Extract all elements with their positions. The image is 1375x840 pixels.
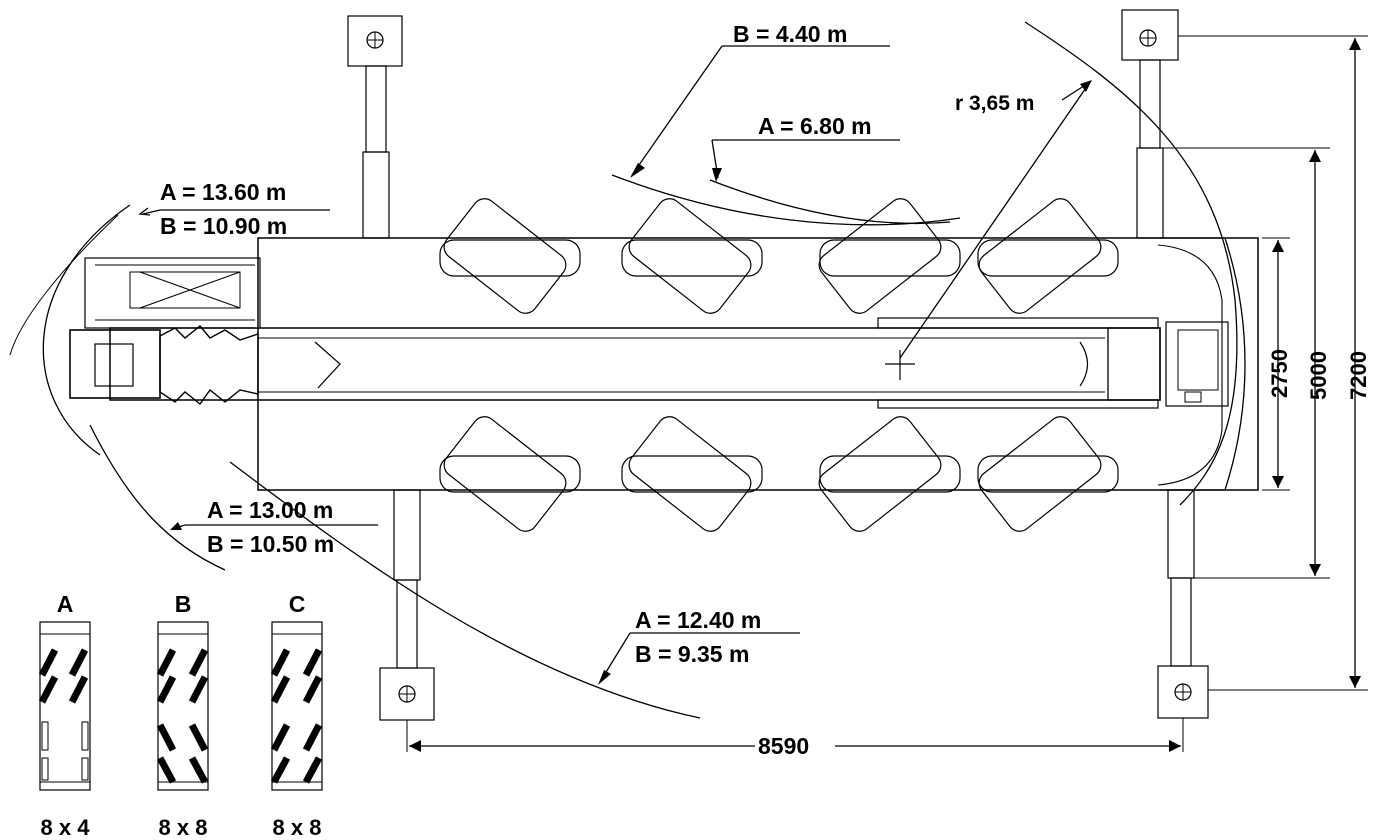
crane-boom (109, 317, 1161, 409)
dim-2750: 2750 (1267, 349, 1292, 398)
dim-5000-line (1160, 147, 1330, 579)
steering-mode-a-letter: A (57, 591, 74, 617)
outer-turning-arc-upper (9, 214, 119, 356)
wheels-lower-row (439, 416, 1119, 532)
leader-arrowheads (170, 80, 1092, 685)
tail-swing-radius: r 3,65 m (955, 92, 1034, 115)
steering-mode-c-icon (270, 621, 323, 791)
tail-swing-arc (1024, 21, 1238, 506)
outrigger-front-right (1121, 9, 1179, 239)
dim-8590: 8590 (758, 733, 809, 759)
mid-radius-b: B = 9.35 m (635, 641, 749, 667)
boom-head (69, 257, 261, 406)
steering-mode-c-letter: C (289, 591, 306, 617)
front-outer-radius-a: A = 13.60 m (160, 179, 286, 205)
inner-radius-b: B = 4.40 m (733, 21, 847, 47)
rear-radius-a: A = 13.00 m (207, 497, 333, 523)
rear-radius-b: B = 10.50 m (207, 531, 334, 557)
steering-mode-b-icon (156, 621, 209, 791)
steering-mode-a-drive: 8 x 4 (41, 815, 91, 840)
front-outer-radius-b: B = 10.90 m (160, 213, 287, 239)
outrigger-rear-left (379, 489, 435, 721)
lower-turning-arc (89, 424, 226, 571)
outer-turning-arc (42, 204, 131, 456)
inner-turning-arc-a (709, 179, 951, 225)
leader-lines (138, 45, 1091, 683)
steering-mode-c-drive: 8 x 8 (273, 815, 322, 840)
dim-8590-line (406, 718, 1184, 752)
rear-turning-arc (229, 461, 701, 719)
steering-mode-b-drive: 8 x 8 (159, 815, 208, 840)
mid-radius-a: A = 12.40 m (635, 607, 761, 633)
dim-7200: 7200 (1346, 351, 1371, 400)
inner-radius-a: A = 6.80 m (758, 113, 872, 139)
outrigger-rear-right (1157, 489, 1209, 719)
dim-7200-line (1178, 35, 1368, 691)
steering-mode-a-icon (38, 621, 91, 791)
outrigger-front-left (347, 15, 403, 239)
dim-5000: 5000 (1306, 351, 1331, 400)
dim-2750-line (1262, 237, 1290, 491)
steering-mode-b-letter: B (175, 591, 192, 617)
wheels-upper-row (439, 198, 1119, 314)
